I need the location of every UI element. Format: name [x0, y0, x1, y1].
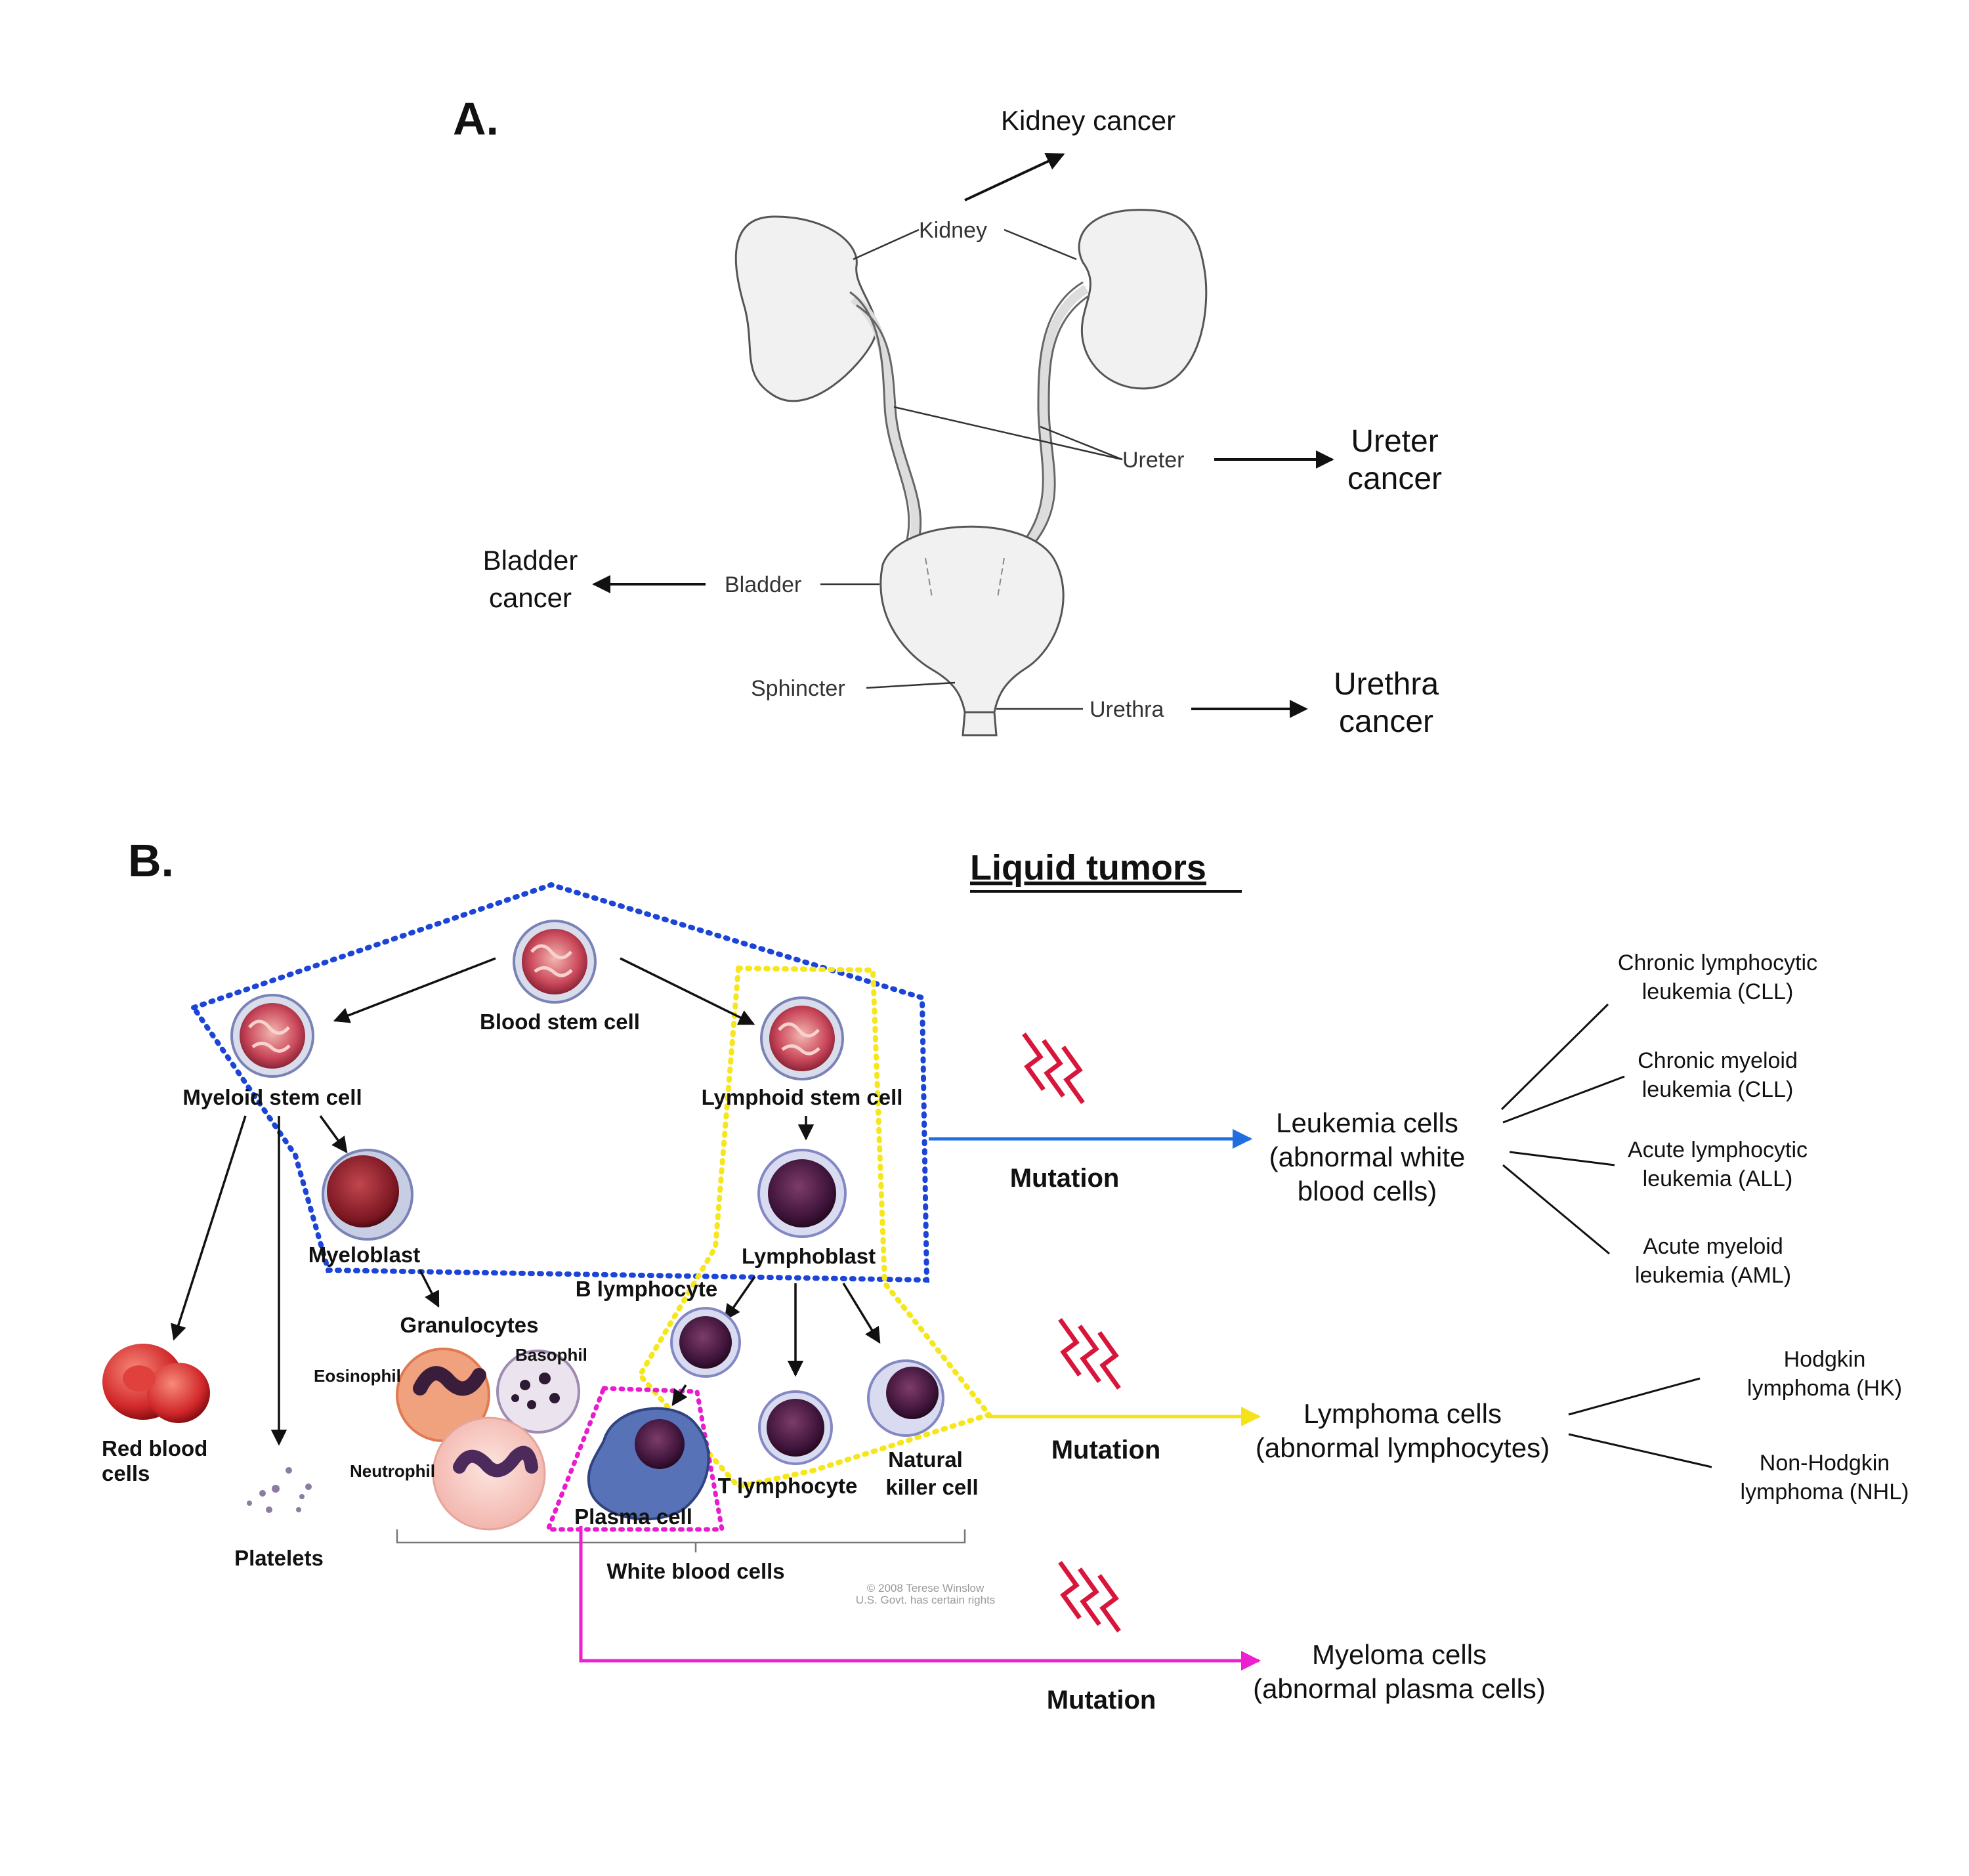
t-lymphocyte-icon: [758, 1390, 833, 1465]
cell-illustrations: [102, 920, 944, 1531]
lymphoma-type-2-line2: lymphoma (NHL): [1741, 1480, 1909, 1504]
leukemia-subtypes: Chronic lymphocytic leukemia (CLL) Chron…: [1618, 950, 1817, 1288]
urinary-tract-illustration: [734, 209, 1208, 736]
white-blood-cells-bracket: [396, 1529, 966, 1552]
t-lymphocyte-label: T lymphocyte: [718, 1474, 858, 1498]
natural-killer-label-line2: killer cell: [885, 1475, 978, 1499]
right-ureter-shape: [1023, 285, 1089, 548]
white-blood-cells-label: White blood cells: [606, 1559, 784, 1583]
myeloma-line1: Myeloma cells: [1312, 1639, 1487, 1670]
plasma-cell-label: Plasma cell: [574, 1504, 692, 1529]
cancer-arrows: [592, 152, 1334, 718]
lymphoma-line1: Lymphoma cells: [1303, 1398, 1502, 1429]
urethra-cancer-line2: cancer: [1339, 704, 1433, 739]
myeloma-line2: (abnormal plasma cells): [1253, 1673, 1546, 1704]
kidney-cancer-label: Kidney cancer: [1001, 105, 1175, 136]
lightning-icon-leukemia: [1022, 1032, 1085, 1105]
ureter-cancer-line2: cancer: [1347, 461, 1442, 496]
leukemia-line1: Leukemia cells: [1276, 1107, 1458, 1138]
red-blood-label-line2: cells: [102, 1461, 150, 1485]
urethra-cancer-line1: Urethra: [1334, 667, 1439, 702]
lineage-arrows: [171, 957, 881, 1446]
leukemia-type-4-line2: leukemia (AML): [1635, 1263, 1791, 1288]
anatomy-leader-lines: [820, 228, 1123, 710]
panel-b: B. Liquid tumors: [102, 835, 1909, 1715]
myeloblast-label: Myeloblast: [308, 1243, 421, 1267]
urethra-shape: [962, 711, 998, 736]
bladder-shape: [879, 525, 1065, 714]
lymphoid-stem-cell-icon: [760, 996, 844, 1080]
leukemia-line3: blood cells): [1298, 1176, 1437, 1206]
lymphoid-boundary: [637, 965, 994, 1490]
leukemia-outcome: Leukemia cells (abnormal white blood cel…: [1269, 1107, 1466, 1206]
basophil-icon: [496, 1350, 580, 1434]
lymphoma-type-1-line1: Hodgkin: [1784, 1347, 1866, 1372]
lymphoma-type-2-line1: Non-Hodgkin: [1760, 1451, 1890, 1476]
myeloid-lymphoid-boundary: [189, 882, 930, 1283]
leukemia-type-4-line1: Acute myeloid: [1643, 1234, 1783, 1259]
leukemia-type-1-line1: Chronic lymphocytic: [1618, 950, 1817, 975]
left-ureter-shape: [850, 295, 920, 546]
blood-stem-cell-label: Blood stem cell: [480, 1010, 640, 1034]
blood-stem-cell-icon: [513, 920, 597, 1004]
basophil-label: Basophil: [515, 1345, 587, 1365]
lymphoid-stem-cell-label: Lymphoid stem cell: [702, 1085, 903, 1109]
lymphoma-type-1-line2: lymphoma (HK): [1747, 1376, 1902, 1401]
subtype-branch-lines: [1500, 1003, 1712, 1468]
neutrophil-label: Neutrophil: [350, 1461, 435, 1481]
cell-labels: Blood stem cell Myeloid stem cell Lympho…: [102, 1010, 979, 1583]
copyright-line1: © 2008 Terese Winslow: [867, 1582, 984, 1594]
mutation-label-lymphoma: Mutation: [1051, 1436, 1161, 1464]
neutrophil-icon: [432, 1417, 546, 1531]
b-lymphocyte-label: B lymphocyte: [576, 1277, 717, 1301]
panel-a: A.: [453, 93, 1442, 739]
platelets-icon: [247, 1467, 312, 1513]
leukemia-type-3-line1: Acute lymphocytic: [1628, 1138, 1808, 1162]
red-blood-cells-icon: [102, 1344, 210, 1423]
red-blood-label-line1: Red blood: [102, 1436, 207, 1460]
panel-b-letter: B.: [128, 835, 174, 886]
panel-a-letter: A.: [453, 93, 499, 144]
lightning-icon-myeloma: [1058, 1560, 1121, 1633]
mutation-label-leukemia: Mutation: [1010, 1164, 1120, 1193]
leukemia-type-2-line2: leukemia (CLL): [1642, 1077, 1794, 1102]
liquid-tumors-title: Liquid tumors: [970, 848, 1206, 887]
natural-killer-label-line1: Natural: [888, 1447, 963, 1472]
left-kidney-shape: [734, 215, 878, 402]
natural-killer-cell-icon: [867, 1359, 944, 1437]
sphincter-label: Sphincter: [751, 676, 845, 701]
lymphoblast-icon: [757, 1149, 847, 1238]
myeloid-stem-cell-icon: [230, 994, 314, 1078]
eosinophil-label: Eosinophil: [314, 1366, 401, 1386]
lightning-icon-lymphoma: [1058, 1317, 1121, 1390]
leukemia-type-2-line1: Chronic myeloid: [1638, 1048, 1798, 1073]
myeloma-mutation-arrow: [579, 1526, 1261, 1671]
ureter-cancer-line1: Ureter: [1351, 424, 1438, 459]
platelets-label: Platelets: [234, 1546, 324, 1570]
plasma-cell-icon: [587, 1407, 710, 1521]
leukemia-line2: (abnormal white: [1269, 1141, 1466, 1172]
lymphoblast-label: Lymphoblast: [742, 1244, 876, 1268]
right-kidney-shape: [1078, 209, 1208, 390]
leukemia-type-3-line2: leukemia (ALL): [1643, 1166, 1793, 1191]
lymphoma-outcome: Lymphoma cells (abnormal lymphocytes): [1256, 1398, 1550, 1463]
myeloma-outcome: Myeloma cells (abnormal plasma cells): [1253, 1639, 1546, 1704]
mutation-label-myeloma: Mutation: [1047, 1686, 1156, 1715]
b-lymphocyte-icon: [670, 1307, 741, 1378]
bladder-label: Bladder: [725, 572, 801, 597]
bladder-cancer-line1: Bladder: [483, 545, 578, 576]
kidney-label: Kidney: [919, 218, 987, 243]
ureter-label: Ureter: [1122, 448, 1184, 473]
copyright-line2: U.S. Govt. has certain rights: [856, 1594, 996, 1606]
leukemia-type-1-line2: leukemia (CLL): [1642, 979, 1794, 1004]
myeloid-stem-cell-label: Myeloid stem cell: [182, 1085, 362, 1109]
myeloblast-icon: [322, 1149, 413, 1241]
bladder-cancer-line2: cancer: [489, 582, 572, 613]
plasma-cell-boundary: [544, 1386, 725, 1532]
lymphoma-subtypes: Hodgkin lymphoma (HK) Non-Hodgkin lympho…: [1741, 1347, 1909, 1504]
urethra-label: Urethra: [1090, 697, 1164, 722]
lymphoma-line2: (abnormal lymphocytes): [1256, 1432, 1550, 1463]
granulocytes-label: Granulocytes: [400, 1313, 539, 1337]
